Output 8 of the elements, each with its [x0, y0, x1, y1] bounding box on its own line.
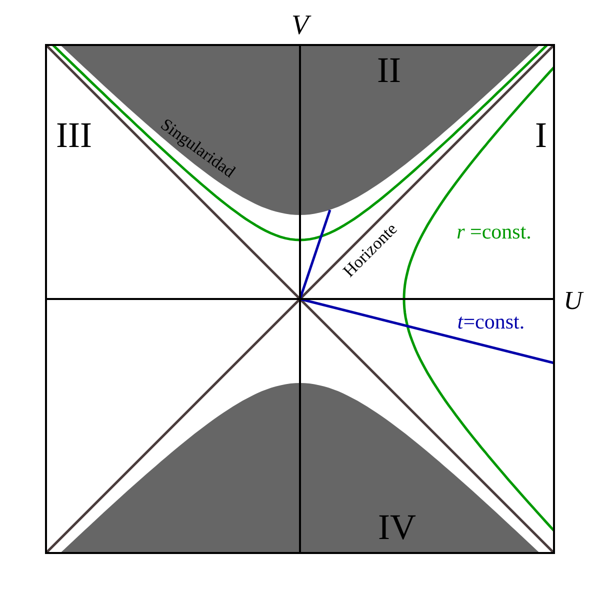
axis-label: U	[564, 288, 582, 314]
curve-label: r =const.	[456, 222, 532, 242]
region-label: I	[535, 117, 547, 153]
region-label: IV	[378, 509, 416, 545]
curve-label: t=const.	[457, 312, 525, 332]
axis-label: V	[291, 12, 309, 40]
region-label: II	[377, 52, 401, 88]
region-label: III	[56, 117, 92, 153]
